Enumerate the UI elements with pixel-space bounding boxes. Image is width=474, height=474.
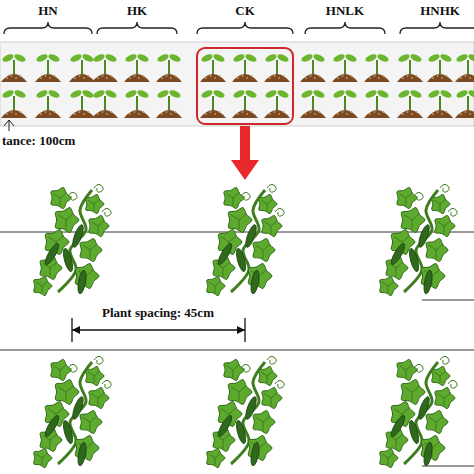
group-label: HN xyxy=(38,4,58,17)
distance-label: tance: 100cm xyxy=(2,134,75,147)
edge-line xyxy=(422,466,474,467)
seedling xyxy=(124,89,150,118)
group-label: HNLK xyxy=(326,4,364,17)
seedling xyxy=(92,53,118,82)
seedling xyxy=(332,53,358,82)
cucumber-plant xyxy=(207,356,284,467)
seedling xyxy=(69,89,95,118)
seedling xyxy=(1,53,27,82)
group-bracket xyxy=(4,22,92,34)
group-label: HNHK xyxy=(420,4,460,17)
row-line xyxy=(0,350,474,351)
group-label: CK xyxy=(235,4,255,17)
group-bracket xyxy=(305,22,385,34)
seedling xyxy=(35,89,61,118)
highlight-box xyxy=(197,48,293,124)
dimension-arrowhead xyxy=(72,326,245,334)
seedling xyxy=(364,53,390,82)
seedling xyxy=(264,53,290,82)
dimension-label: Plant spacing: 45cm xyxy=(100,306,216,319)
group-bracket xyxy=(197,22,293,34)
seedling xyxy=(264,89,290,118)
seedling xyxy=(35,53,61,82)
dimension-line xyxy=(72,318,245,342)
seedling xyxy=(1,89,27,118)
seedling xyxy=(455,89,474,118)
seedling xyxy=(397,53,423,82)
seedling xyxy=(427,89,453,118)
cucumber-plant xyxy=(34,356,111,467)
cucumber-plant xyxy=(380,356,457,467)
seedling xyxy=(364,89,390,118)
group-label: HK xyxy=(127,4,147,17)
group-bracket xyxy=(97,22,177,34)
seedling xyxy=(232,89,258,118)
edge-line xyxy=(422,300,474,301)
seedling xyxy=(300,89,326,118)
seedling xyxy=(69,53,95,82)
distance-tick xyxy=(4,120,14,131)
seedling xyxy=(455,53,474,82)
cucumber-plant xyxy=(207,184,284,295)
seedling xyxy=(124,53,150,82)
seedling xyxy=(332,89,358,118)
pointer-arrow-shaft xyxy=(240,126,250,162)
seedling xyxy=(300,53,326,82)
seedling xyxy=(200,53,226,82)
seedling xyxy=(156,53,182,82)
seedling xyxy=(92,89,118,118)
seedling xyxy=(232,53,258,82)
cucumber-plant xyxy=(380,184,457,295)
seedling xyxy=(397,89,423,118)
pointer-arrow-head xyxy=(231,160,259,180)
seedling xyxy=(200,89,226,118)
group-bracket xyxy=(400,22,474,34)
seedling xyxy=(156,89,182,118)
field-band xyxy=(0,42,474,126)
cucumber-plant xyxy=(34,184,111,295)
seedling xyxy=(427,53,453,82)
